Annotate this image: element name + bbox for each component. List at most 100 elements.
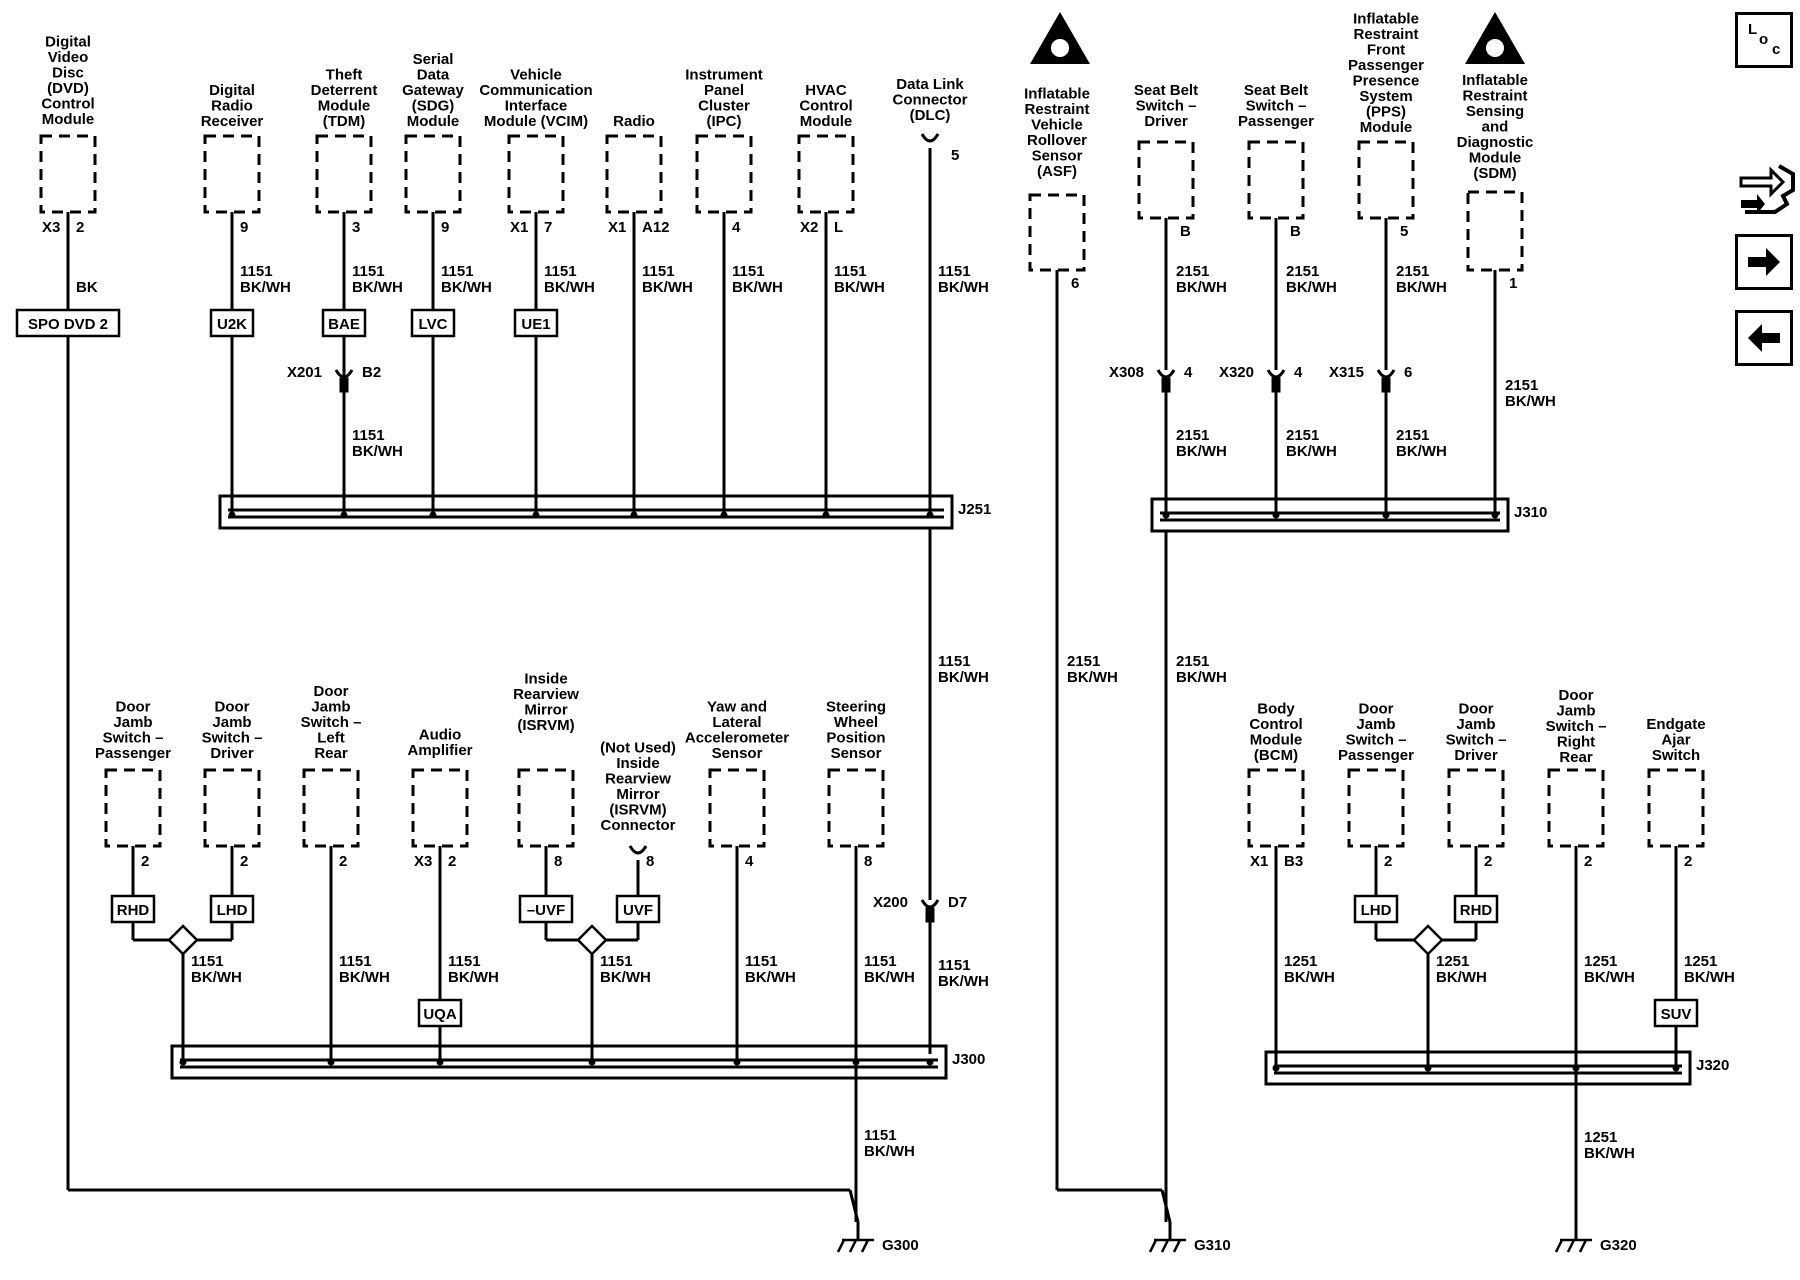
component-name-line: Instrument bbox=[685, 67, 763, 84]
inline-connector-label: X315 bbox=[1329, 364, 1364, 381]
wire-label-1151: BK/WH bbox=[240, 279, 291, 296]
inline-connector-x320 bbox=[1266, 369, 1286, 379]
loc-letter-o: o bbox=[1759, 31, 1769, 48]
component-name-line: Video bbox=[48, 49, 89, 66]
option-u2k-label: U2K bbox=[217, 316, 247, 333]
pin-number: 2 bbox=[240, 853, 248, 870]
component-name-line: Ajar bbox=[1661, 732, 1690, 749]
component-name-line: Rollover bbox=[1027, 132, 1087, 149]
component-name-line: Left bbox=[317, 730, 345, 747]
component-name-line: Theft bbox=[326, 67, 363, 84]
wire-label-2151: BK/WH bbox=[1176, 669, 1227, 686]
component-box bbox=[1647, 768, 1705, 848]
loc-button[interactable]: L o c bbox=[1735, 12, 1793, 68]
splice-label-j300: J300 bbox=[952, 1051, 985, 1068]
wire-label-1251: BK/WH bbox=[1584, 969, 1635, 986]
wire-label-2151: 2151 bbox=[1505, 377, 1538, 394]
loc-letter-l: L bbox=[1748, 21, 1758, 38]
component-name-line: Restraint bbox=[1024, 101, 1089, 118]
wiring-harness-icon[interactable] bbox=[1735, 160, 1800, 220]
component-name-line: Mirror bbox=[616, 786, 660, 803]
option-ue1-box bbox=[513, 308, 559, 338]
option-uvf-minus-label: –UVF bbox=[527, 902, 565, 919]
component-name-line: Module bbox=[800, 113, 853, 130]
pin-number: B bbox=[1290, 223, 1301, 240]
pin-number: 5 bbox=[1400, 223, 1408, 240]
wire-label-1151: 1151 bbox=[600, 953, 633, 970]
pin-number: 6 bbox=[1071, 275, 1079, 292]
pin-number: 2 bbox=[1584, 853, 1592, 870]
splice-pack-j320 bbox=[1264, 1050, 1692, 1086]
component-name-line: Radio bbox=[211, 98, 253, 115]
component-name-line: HVAC bbox=[805, 82, 847, 99]
component-name-line: Vehicle bbox=[510, 67, 562, 84]
component-name-line: Switch – bbox=[103, 730, 164, 747]
pin-number: 1 bbox=[1509, 275, 1517, 292]
connector-id: X3 bbox=[414, 853, 432, 870]
connector-id: X1 bbox=[510, 219, 528, 236]
component-name-line: Switch – bbox=[202, 730, 263, 747]
component-name-line: (SDM) bbox=[1473, 165, 1516, 182]
component-name-line: Door bbox=[215, 699, 250, 716]
pin-number: 9 bbox=[441, 219, 449, 236]
inline-connector-pin bbox=[1381, 377, 1391, 393]
wire-label-1251: 1251 bbox=[1284, 953, 1317, 970]
component-name-line: Audio bbox=[419, 727, 462, 744]
wire-label-1251: 1251 bbox=[1436, 953, 1469, 970]
wire-label-1151: 1151 bbox=[240, 263, 273, 280]
component-boxes bbox=[15, 12, 1705, 1086]
component-name-line: Module bbox=[318, 98, 371, 115]
pin-number: 4 bbox=[732, 219, 741, 236]
component-box bbox=[1137, 140, 1195, 220]
component-name-line: Passenger bbox=[1238, 113, 1314, 130]
component-name-line: Switch – bbox=[1246, 98, 1307, 115]
component-name-line: Panel bbox=[704, 82, 744, 99]
wire-label-1251: BK/WH bbox=[1684, 969, 1735, 986]
option-spo-dvd2-box bbox=[15, 308, 121, 338]
component-name-line: Rearview bbox=[513, 686, 579, 703]
inline-connector-pin-label: 4 bbox=[1184, 364, 1193, 381]
option-lhd-box bbox=[209, 894, 255, 924]
back-arrow-button[interactable] bbox=[1735, 310, 1793, 366]
option-lhd-label: LHD bbox=[217, 902, 248, 919]
component-name-line: Switch – bbox=[1346, 732, 1407, 749]
option-ue1-label: UE1 bbox=[521, 316, 550, 333]
wire-label-1151: BK/WH bbox=[544, 279, 595, 296]
pin-number: 3 bbox=[352, 219, 360, 236]
pin-number: 2 bbox=[448, 853, 456, 870]
wire-label-1151: BK/WH bbox=[352, 443, 403, 460]
option-u2k-box bbox=[209, 308, 255, 338]
wire-label-2151: 2151 bbox=[1396, 427, 1429, 444]
forward-arrow-button[interactable] bbox=[1735, 234, 1793, 290]
loc-letter-c: c bbox=[1772, 41, 1781, 58]
component-name-line: (ISRVM) bbox=[517, 717, 574, 734]
component-box bbox=[302, 768, 360, 848]
component-name-line: Accelerometer bbox=[685, 730, 789, 747]
pin-number: 2 bbox=[339, 853, 347, 870]
component-box bbox=[1347, 768, 1405, 848]
pin-number: 9 bbox=[240, 219, 248, 236]
connector-id: X1 bbox=[1250, 853, 1268, 870]
component-name-line: Data bbox=[417, 67, 450, 84]
component-box bbox=[104, 768, 162, 848]
component-name-line: (ISRVM) bbox=[609, 802, 666, 819]
inline-connector-pin-label: D7 bbox=[948, 894, 967, 911]
ground-label-g310: G310 bbox=[1194, 1237, 1231, 1254]
wire-label-2151: 2151 bbox=[1176, 263, 1209, 280]
pin-number: 2 bbox=[1684, 853, 1692, 870]
component-name-line: Module (VCIM) bbox=[484, 113, 588, 130]
component-name-line: Passenger bbox=[95, 745, 171, 762]
option-selector-diamond bbox=[1412, 924, 1444, 956]
component-name-line: Inside bbox=[616, 755, 659, 772]
component-box bbox=[1028, 193, 1086, 272]
component-name-line: Digital bbox=[45, 34, 91, 51]
component-name-line: (IPC) bbox=[707, 113, 742, 130]
pin-number: A12 bbox=[642, 219, 670, 236]
component-name-line: Position bbox=[826, 730, 885, 747]
wire-label-2151: BK/WH bbox=[1396, 279, 1447, 296]
component-name-line: (BCM) bbox=[1254, 747, 1298, 764]
component-box bbox=[203, 134, 261, 214]
wire-label-1151: BK/WH bbox=[600, 969, 651, 986]
wire-label-1151: BK/WH bbox=[834, 279, 885, 296]
